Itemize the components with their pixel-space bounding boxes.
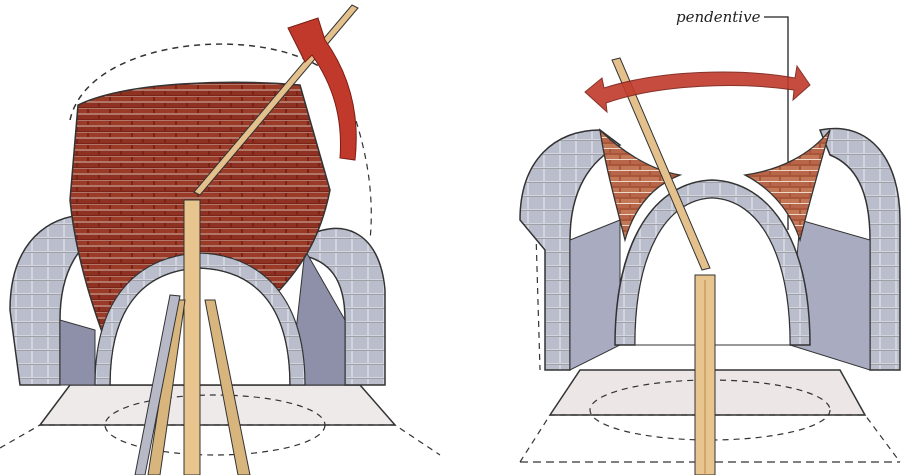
right-stone-arch-left [520, 130, 620, 370]
pendentive-label: pendentive [676, 8, 761, 26]
right-vault-drawing: pendentive [520, 8, 900, 475]
left-floor-plan [0, 385, 440, 455]
left-vault-drawing [0, 5, 440, 475]
